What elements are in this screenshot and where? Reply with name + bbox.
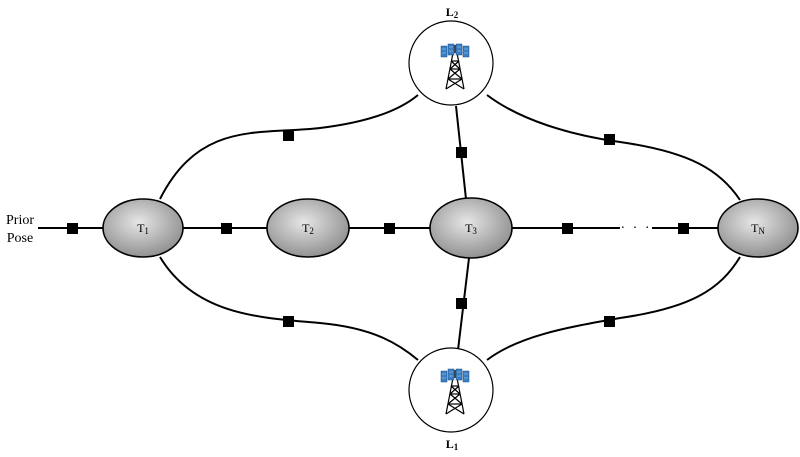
landmark-label-l1: L1 bbox=[446, 437, 459, 452]
factor-dots-tn bbox=[678, 223, 689, 234]
factor-l2-tn bbox=[604, 134, 615, 145]
node-t1-base: T bbox=[137, 221, 145, 235]
factor-t3-l1 bbox=[456, 298, 467, 309]
factor-t1-t2 bbox=[221, 223, 232, 234]
pose-node-t2: T2 bbox=[266, 198, 350, 258]
factor-t1-l2 bbox=[283, 130, 294, 141]
node-t2-base: T bbox=[302, 221, 310, 235]
svg-text:TN: TN bbox=[751, 221, 765, 236]
edge-t1-l2 bbox=[159, 94, 419, 200]
svg-text:T1: T1 bbox=[137, 221, 149, 236]
node-t3-base: T bbox=[465, 221, 473, 235]
factor-l1-tn bbox=[604, 316, 615, 327]
svg-text:T3: T3 bbox=[465, 221, 477, 236]
landmark-node-l2 bbox=[408, 20, 494, 106]
factor-prior bbox=[67, 223, 78, 234]
edge-t1-l1 bbox=[159, 256, 419, 361]
node-t1-sub: 1 bbox=[144, 226, 149, 236]
pose-node-t1: T1 bbox=[102, 198, 184, 258]
factor-t2-t3 bbox=[384, 223, 395, 234]
node-t3-sub: 3 bbox=[472, 226, 477, 236]
pose-node-t3: T3 bbox=[429, 197, 513, 259]
node-tn-base: T bbox=[751, 221, 759, 235]
svg-text:T2: T2 bbox=[302, 221, 314, 236]
edge-l2-tn bbox=[486, 94, 741, 201]
node-t2-sub: 2 bbox=[309, 226, 314, 236]
factor-t1-l1 bbox=[283, 316, 294, 327]
factor-t3-dots bbox=[562, 223, 573, 234]
node-tn-sub: N bbox=[758, 226, 765, 236]
factor-l2-t3 bbox=[456, 147, 467, 158]
landmark-node-l1 bbox=[408, 347, 494, 433]
edge-l1-tn bbox=[486, 256, 741, 361]
landmark-label-l2: L2 bbox=[446, 5, 459, 20]
ellipsis: · · · bbox=[621, 221, 652, 236]
pose-node-tn: TN bbox=[717, 198, 799, 258]
prior-label-line2: Pose bbox=[7, 231, 33, 246]
prior-label-line1: Prior bbox=[6, 213, 34, 228]
